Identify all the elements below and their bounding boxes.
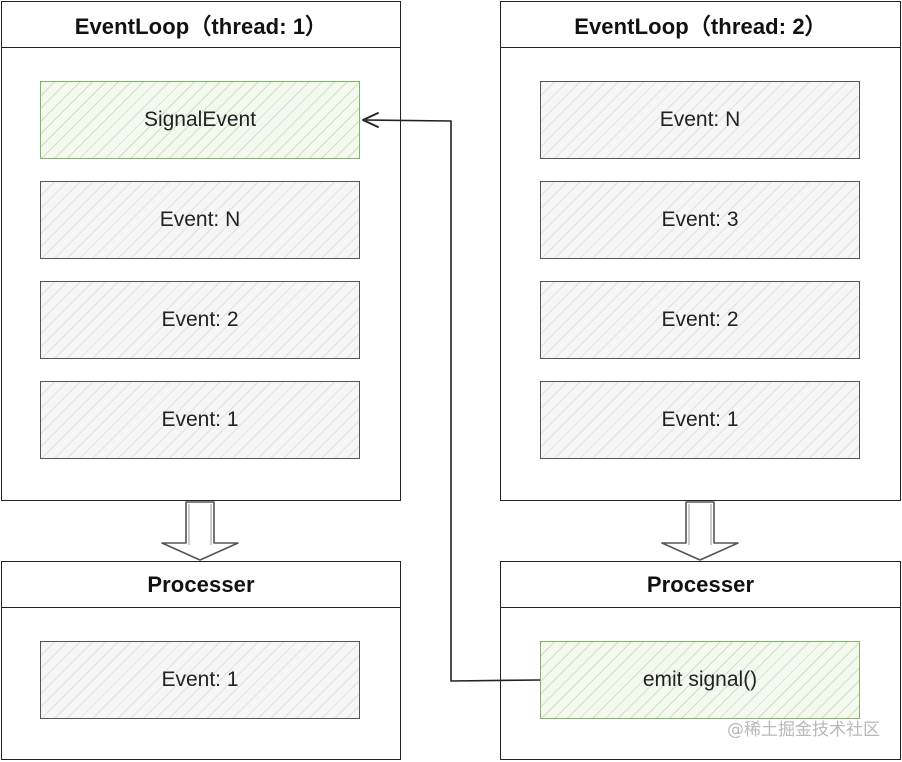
eventloop-thread-1-title: EventLoop（thread: 1）: [2, 2, 400, 48]
signal-event-box: SignalEvent: [40, 81, 360, 159]
processer-2-title: Processer: [501, 562, 900, 608]
thread2-event-3-box: Event: 3: [540, 181, 860, 259]
thread2-event-1-box: Event: 1: [540, 381, 860, 459]
processer-1-event-box: Event: 1: [40, 641, 360, 719]
emit-signal-box: emit signal(): [540, 641, 860, 719]
thread1-event-n-box: Event: N: [40, 181, 360, 259]
thread1-event-2-box: Event: 2: [40, 281, 360, 359]
processer-1-title: Processer: [2, 562, 400, 608]
down-arrow-thread-2: [661, 501, 739, 561]
watermark-text: @稀土掘金技术社区: [727, 720, 880, 740]
eventloop-thread-2-title: EventLoop（thread: 2）: [501, 2, 900, 48]
thread1-event-1-box: Event: 1: [40, 381, 360, 459]
thread2-event-n-box: Event: N: [540, 81, 860, 159]
thread2-event-2-box: Event: 2: [540, 281, 860, 359]
down-arrow-thread-1: [161, 501, 239, 561]
